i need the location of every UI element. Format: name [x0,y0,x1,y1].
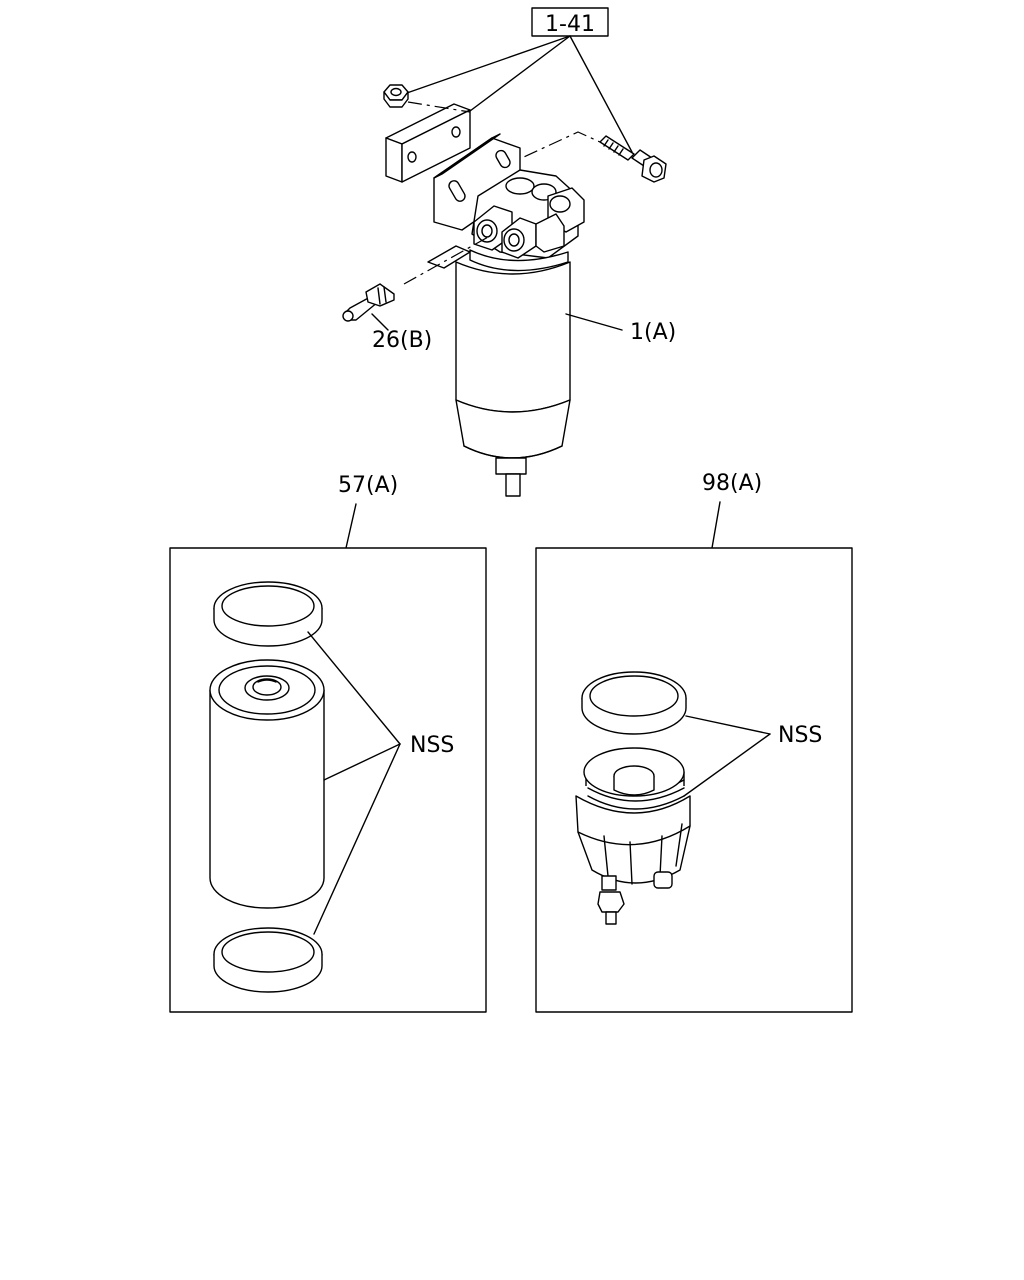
reference-leaders [403,35,633,153]
top-seal-ring-icon [213,581,323,647]
outlet-port-icon [501,217,537,259]
nut-icon [383,84,409,108]
bolt-icon [599,135,667,183]
reference-box: 1-41 [531,7,609,37]
nss-leaders-left [307,631,401,935]
water-bowl-icon [575,747,691,925]
filter-assembly-icon [455,261,571,497]
element-kit-callout: 57(A) [338,473,398,498]
bottom-seal-ring-icon [213,927,323,993]
assembly-callout: 1(A) [630,320,676,345]
bowl-seal-ring-icon [581,671,687,735]
filter-element-icon [209,659,325,909]
fitting-callout: 26(B) [372,328,432,353]
reference-box-label: 1-41 [545,12,595,37]
nss-label-left: NSS [410,733,454,758]
fitting-icon [342,283,395,322]
nss-leaders-right [683,715,771,797]
bowl-kit-callout: 98(A) [702,471,762,496]
filter-head-icon [469,169,585,272]
bowl-kit-box [535,547,853,1013]
nss-label-right: NSS [778,723,822,748]
spacer-block-icon [385,103,471,183]
